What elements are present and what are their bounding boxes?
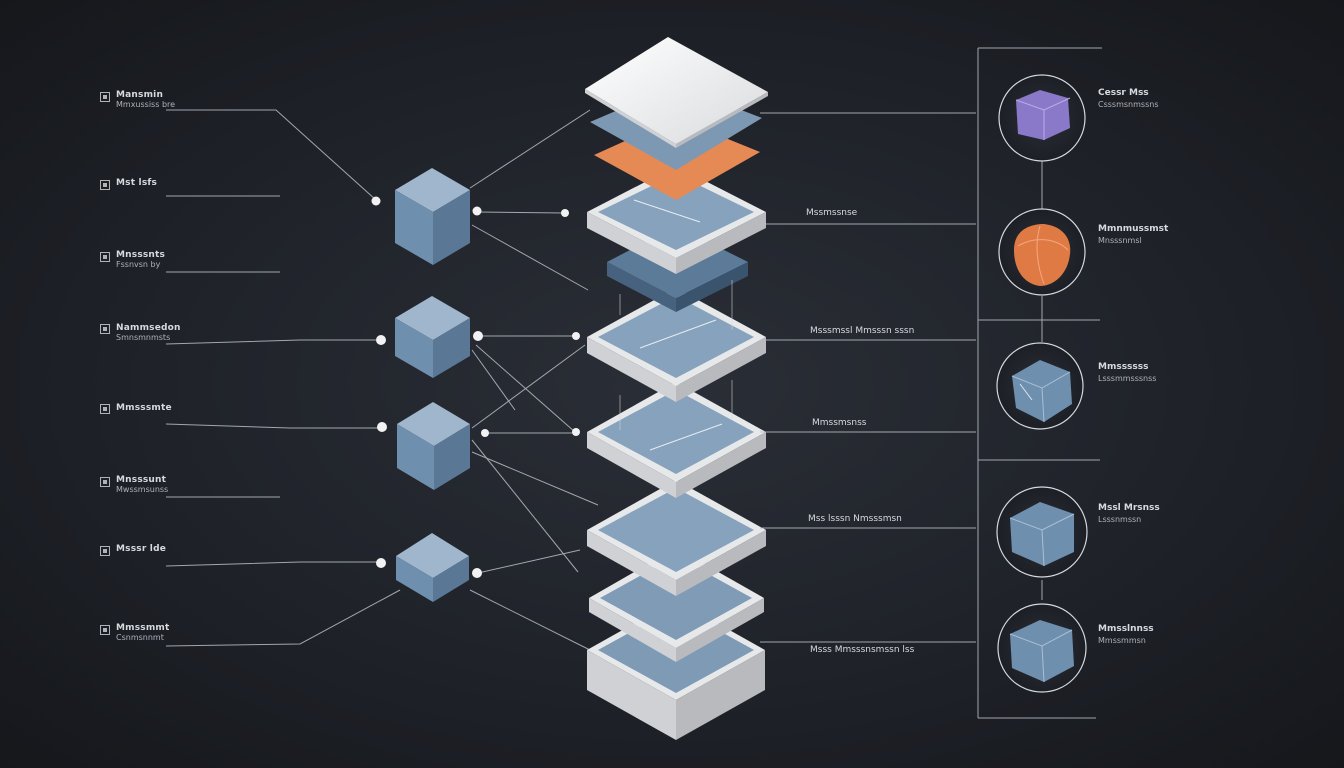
square-icon (100, 92, 110, 102)
center-label-4: Mss lsssn Nmsssmsn (808, 514, 902, 524)
right-item-subtitle: Csssmsnmssns (1098, 100, 1159, 109)
left-item-title: Nammsedon (116, 323, 181, 333)
slab-top-white (585, 37, 768, 148)
right-node-1 (998, 74, 1086, 162)
right-item-title: Mmnmussmst (1098, 224, 1169, 234)
slab-5 (587, 382, 766, 498)
slab-2 (587, 166, 766, 274)
right-node-2 (998, 208, 1086, 296)
cube-1 (395, 168, 470, 265)
right-item-title: Cessr Mss (1098, 88, 1149, 98)
left-item-title: Mmssmmt (116, 623, 170, 633)
slab-4 (587, 288, 766, 402)
right-item-subtitle: Lsssmmsssnss (1098, 374, 1157, 383)
right-item-title: Mssl Mrsnss (1098, 503, 1160, 513)
right-item-title: Mmssssss (1098, 362, 1149, 372)
square-icon (100, 625, 110, 635)
connector-dots (371, 196, 580, 578)
left-item-title: Mmsssmte (116, 403, 172, 413)
square-icon (100, 252, 110, 262)
left-item-title: Mansmin (116, 90, 164, 100)
slab-7 (589, 548, 764, 662)
square-icon (100, 477, 110, 487)
right-connectors (760, 47, 1102, 719)
left-item-subtitle: Mwssmsunss (116, 485, 169, 494)
cube-3 (397, 402, 470, 490)
right-node-5 (997, 603, 1087, 693)
center-label-2: Msssmssl Mmsssn sssn (810, 326, 915, 336)
left-item-title: Mst lsfs (116, 178, 158, 188)
left-item-title: Msssr lde (116, 544, 167, 554)
right-node-3 (996, 342, 1084, 430)
left-item-title: Mnsssunt (116, 475, 167, 485)
center-label-1: Mssmssnse (806, 208, 858, 218)
center-label-3: Mmssmsnss (812, 418, 867, 428)
right-item-subtitle: Mnsssnmsl (1098, 236, 1142, 245)
right-node-4 (996, 486, 1088, 578)
square-icon (100, 180, 110, 190)
left-item-subtitle: Csnmsnnmt (116, 633, 164, 642)
cube-4 (396, 533, 469, 602)
square-icon (100, 546, 110, 556)
center-label-5: Msss Mmsssnsmssn lss (810, 645, 915, 655)
left-item-subtitle: Fssnvsn by (116, 260, 161, 269)
square-icon (100, 324, 110, 334)
left-connectors (165, 109, 599, 651)
slab-6 (587, 480, 766, 596)
right-item-title: Mmsslnnss (1098, 624, 1154, 634)
right-item-subtitle: Lsssnmssn (1098, 515, 1142, 524)
central-stack (585, 37, 768, 740)
left-item-subtitle: Mmxussiss bre (116, 100, 176, 109)
left-item-title: Mnsssnts (116, 250, 166, 260)
square-icon (100, 404, 110, 414)
left-item-subtitle: Smnsmnmsts (116, 333, 171, 342)
cube-2 (395, 296, 470, 378)
right-item-subtitle: Mmssmmsn (1098, 636, 1146, 645)
